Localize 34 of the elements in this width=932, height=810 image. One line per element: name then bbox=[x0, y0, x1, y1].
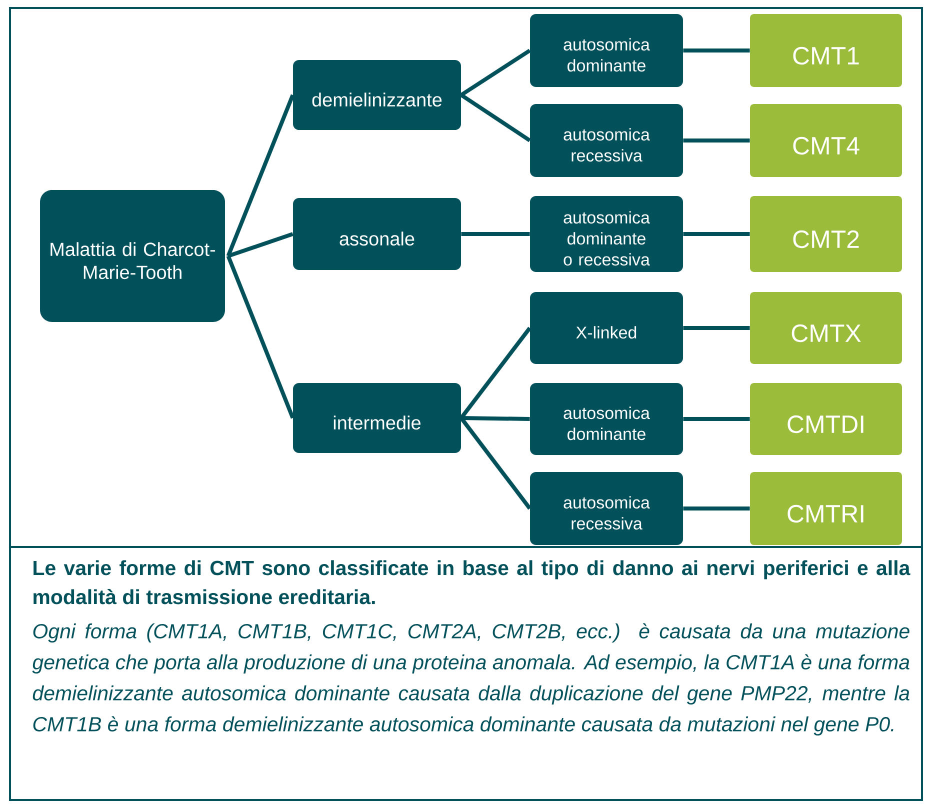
connector-line bbox=[461, 232, 530, 236]
connector-line bbox=[683, 326, 750, 330]
connector-line bbox=[460, 93, 531, 142]
type-box: CMT1 bbox=[750, 14, 902, 87]
type-box: CMTX bbox=[750, 292, 902, 364]
inheritance-box: autosomica recessiva bbox=[530, 104, 683, 177]
caption-heading: Le varie forme di CMT sono classificate in base al tipo di danno ai nervi periferici e alla modalità di trasmissione ereditaria. bbox=[34, 560, 910, 604]
connector-line bbox=[460, 416, 532, 510]
connector-line bbox=[683, 506, 750, 510]
connector-line bbox=[683, 138, 750, 142]
inheritance-box: X-linked bbox=[530, 292, 683, 364]
connector-line bbox=[683, 48, 750, 52]
inheritance-box: autosomica dominante bbox=[530, 14, 683, 87]
type-box: CMTDI bbox=[750, 383, 902, 455]
inheritance-box: autosomica recessiva bbox=[530, 472, 683, 545]
inheritance-box: autosomica dominante bbox=[530, 383, 683, 455]
caption-text: Ogni forma (CMT1A, CMT1B, CMT1C, CMT2A, CMT2B, ecc.) è causata da una mutazione genetica che porta alla produzione di una proteina anomala. Ad esempio, la CMT1A è una forma demielinizzante autosomica dominante causata dalla duplicazione del gene PMP22, mentre la CMT1B è una forma demielinizzante autosomica dominante causata da mutazioni nel gene P0. bbox=[32, 623, 910, 736]
connector-line bbox=[460, 48, 531, 97]
root-box: Malattia di Charcot-Marie-Tooth bbox=[40, 190, 225, 322]
inheritance-box: autosomica dominante o recessiva bbox=[530, 196, 683, 272]
connector-line bbox=[226, 255, 295, 419]
node-label: autosomica recessiva bbox=[564, 496, 650, 530]
category-box: demielinizzante bbox=[293, 60, 461, 130]
category-box: assonale bbox=[293, 198, 461, 270]
type-box: CMTRI bbox=[750, 472, 902, 545]
type-box: CMT4 bbox=[750, 104, 902, 177]
connector-line bbox=[461, 416, 530, 421]
connector-line bbox=[228, 232, 294, 258]
connector-line bbox=[683, 417, 750, 421]
type-box: CMT2 bbox=[750, 196, 902, 272]
connector-line bbox=[683, 232, 750, 236]
category-box: intermedie bbox=[293, 383, 461, 453]
connector-line bbox=[226, 94, 295, 257]
connector-line bbox=[460, 326, 532, 420]
